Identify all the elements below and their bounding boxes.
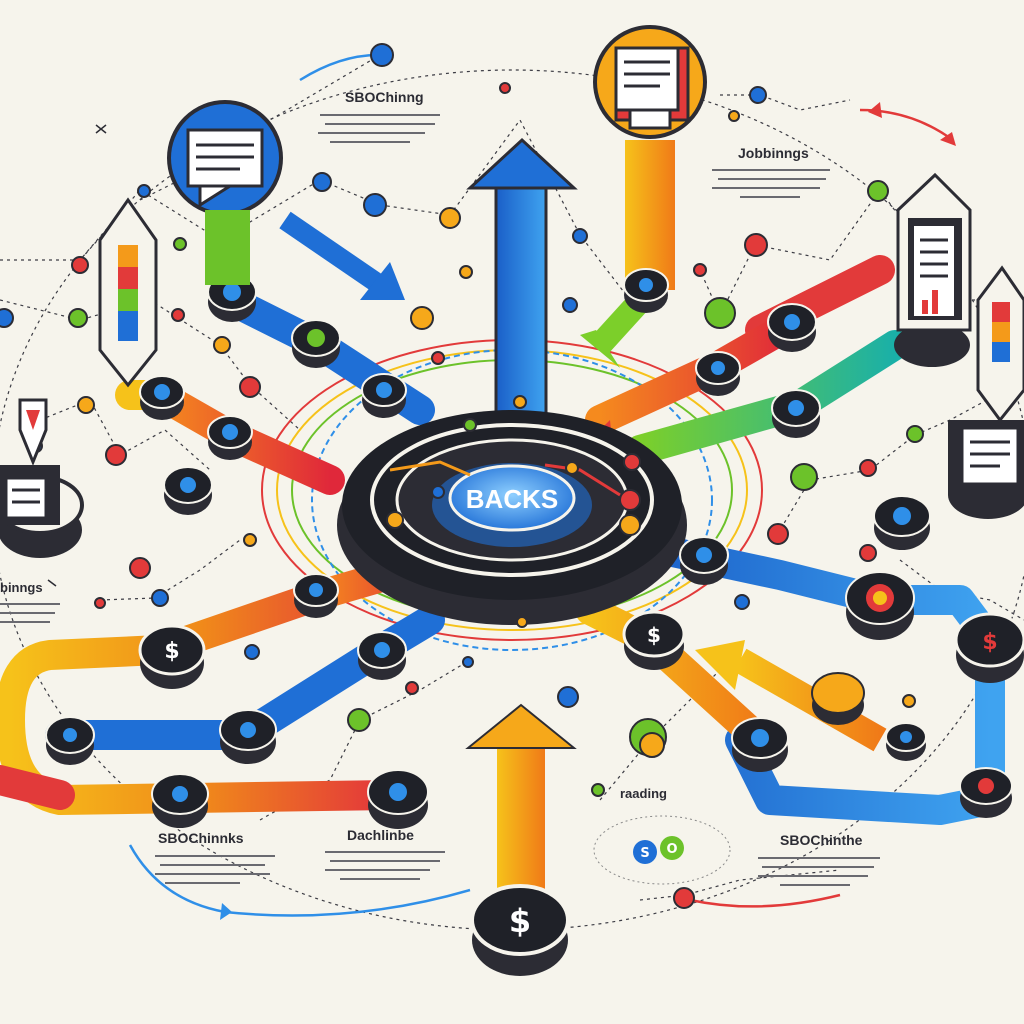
coin-node — [294, 574, 338, 618]
label-left: binngs — [0, 580, 60, 622]
coin-node — [46, 717, 94, 765]
label-title: Dachlinbe — [347, 827, 414, 843]
label-title: binngs — [0, 580, 43, 595]
document-icon-top-center — [595, 27, 705, 137]
coin-node — [846, 572, 914, 640]
coin-node — [624, 269, 668, 313]
bar-chart-pillar-left — [100, 200, 156, 385]
coin-node — [696, 352, 740, 396]
seo-badge-s: S — [640, 846, 649, 861]
coin-node-orange — [812, 673, 864, 725]
label-top-left: SBOChinng — [318, 89, 440, 142]
dollar-coin-symbol: $ — [164, 639, 179, 664]
coin-node — [358, 632, 406, 680]
arrow-diagonal-blue — [285, 220, 405, 300]
label-title: SBOChinng — [345, 89, 424, 105]
coin-node — [164, 467, 212, 515]
coin-node — [220, 710, 276, 764]
seo-badge — [594, 816, 730, 884]
coin-node — [960, 768, 1012, 818]
label-title: Jobbinngs — [738, 145, 809, 161]
label-title: SBOChinnks — [158, 830, 244, 846]
bar-chart-pillar-right — [978, 268, 1024, 420]
coin-node — [208, 416, 252, 460]
swoosh-arrowhead — [220, 903, 232, 920]
coin-node — [680, 537, 728, 585]
dollar-coin-symbol: $ — [982, 630, 997, 655]
coin-node — [768, 304, 816, 352]
dollar-coin-symbol: $ — [647, 623, 661, 647]
coin-node — [886, 723, 926, 761]
hub-label: BACKS — [466, 484, 558, 514]
document-icon-top-left — [169, 102, 281, 285]
arrow-down-orange — [580, 140, 675, 368]
label-bottom-right: SBOChinthe — [758, 832, 880, 885]
label-bottom-mid: raading — [620, 786, 667, 801]
coin-node — [152, 774, 208, 828]
dollar-coin-symbol: $ — [509, 902, 531, 940]
coin-node — [368, 770, 428, 829]
label-bottom-center: Dachlinbe — [325, 827, 445, 879]
coin-node — [292, 320, 340, 368]
document-pedestal-left — [0, 400, 82, 558]
coin-node — [732, 718, 788, 772]
coin-node — [140, 376, 184, 420]
seo-badge-o: O — [666, 842, 677, 857]
document-pedestal-right-bottom — [948, 420, 1024, 519]
label-title: raading — [620, 786, 667, 801]
coin-node — [874, 496, 930, 550]
label-top-right: Jobbinngs — [712, 145, 830, 197]
coin-node — [772, 390, 820, 438]
label-title: SBOChinthe — [780, 832, 863, 848]
document-pedestal-right-top — [894, 175, 970, 367]
coin-node — [362, 374, 406, 418]
